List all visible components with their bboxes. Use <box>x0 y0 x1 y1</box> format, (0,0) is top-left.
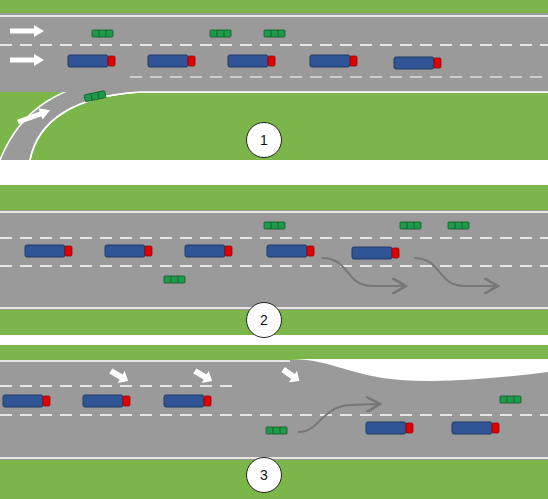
callout-circle: 3 <box>246 457 282 493</box>
callout-number: 2 <box>260 312 268 328</box>
callout-circle: 1 <box>246 122 282 158</box>
callout-circle: 2 <box>246 302 282 338</box>
callout-number: 1 <box>260 132 268 148</box>
callout-number: 3 <box>260 467 268 483</box>
